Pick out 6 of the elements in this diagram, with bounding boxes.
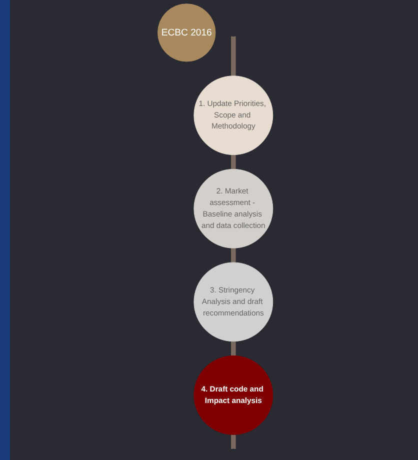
connector <box>230 246 236 264</box>
connector <box>230 340 236 357</box>
connector <box>230 36 236 78</box>
connector <box>230 154 236 170</box>
node-circle: ECBC 2016 <box>157 4 216 62</box>
connector <box>230 433 236 450</box>
